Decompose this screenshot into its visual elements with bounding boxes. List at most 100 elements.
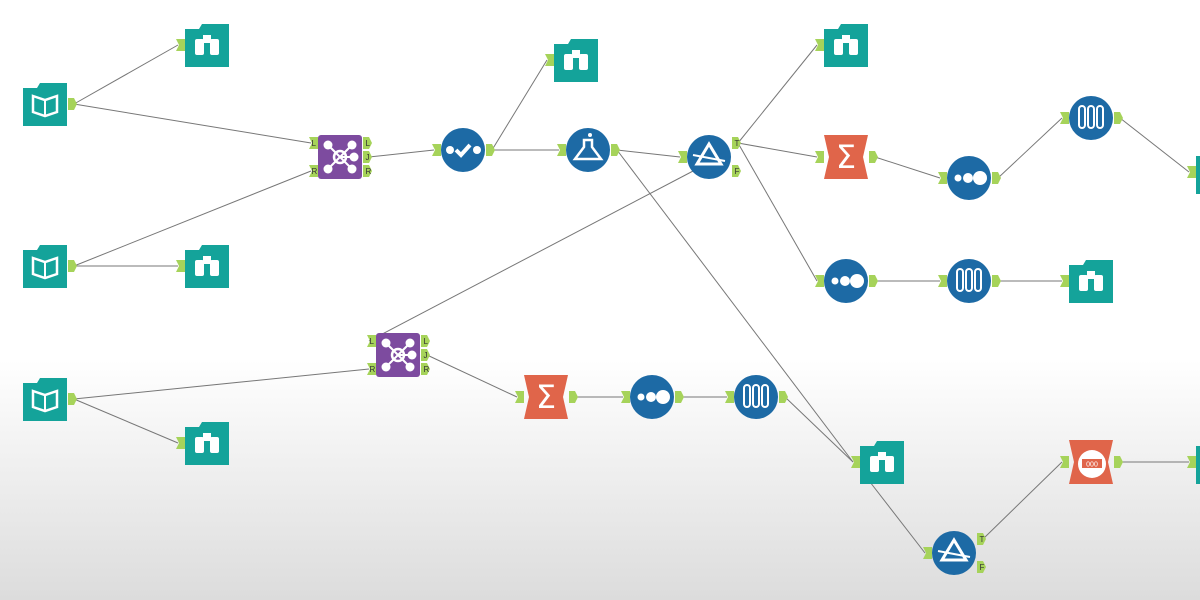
output-anchor[interactable] <box>869 275 878 287</box>
connection-line[interactable] <box>616 149 681 158</box>
tool-unique[interactable] <box>621 375 684 419</box>
connection-line[interactable] <box>997 117 1063 179</box>
connection-line[interactable] <box>73 368 370 400</box>
connection-line[interactable] <box>874 156 941 179</box>
input-anchor[interactable] <box>851 456 860 468</box>
output-anchor[interactable] <box>68 98 77 110</box>
connection-line[interactable] <box>737 142 818 158</box>
tool-input[interactable] <box>23 245 77 288</box>
input-anchor[interactable] <box>176 39 185 51</box>
output-anchor[interactable] <box>611 144 620 156</box>
tool-filter[interactable]: TF <box>678 135 741 179</box>
output-anchor[interactable] <box>363 151 372 163</box>
input-anchor[interactable] <box>815 275 824 287</box>
tool-browse[interactable] <box>815 24 868 67</box>
output-anchor[interactable] <box>992 172 1001 184</box>
tool-browse[interactable] <box>176 422 229 465</box>
input-anchor[interactable] <box>1060 112 1069 124</box>
tool-summarize[interactable]: Σ <box>515 375 578 419</box>
output-anchor[interactable] <box>421 349 430 361</box>
connection-line[interactable] <box>73 170 312 267</box>
tool-browse[interactable] <box>1187 441 1200 484</box>
input-anchor[interactable] <box>815 39 824 51</box>
input-anchor[interactable] <box>545 54 554 66</box>
tool-browse[interactable] <box>851 441 904 484</box>
input-anchor[interactable] <box>176 437 185 449</box>
output-anchor[interactable] <box>869 151 878 163</box>
input-anchor[interactable] <box>725 391 734 403</box>
output-anchor[interactable] <box>421 335 430 347</box>
connection-line[interactable] <box>73 44 179 105</box>
connection-line[interactable] <box>491 59 548 151</box>
output-anchor[interactable] <box>1114 112 1123 124</box>
connection-line[interactable] <box>737 142 818 282</box>
tool-unique[interactable] <box>938 156 1001 200</box>
input-anchor[interactable] <box>557 144 566 156</box>
connection-line[interactable] <box>737 44 818 144</box>
output-anchor[interactable] <box>569 391 578 403</box>
tool-summarize[interactable]: Σ <box>815 135 878 179</box>
input-anchor[interactable] <box>938 172 947 184</box>
input-anchor[interactable] <box>1187 456 1196 468</box>
input-anchor[interactable] <box>815 151 824 163</box>
tool-browse[interactable] <box>176 24 229 67</box>
tool-sample[interactable] <box>1060 96 1123 140</box>
output-anchor[interactable] <box>732 165 741 177</box>
tool-filter[interactable]: TF <box>923 531 986 575</box>
tool-sample[interactable] <box>725 375 788 419</box>
connection-line[interactable] <box>368 149 435 158</box>
connections <box>73 44 1190 554</box>
input-anchor[interactable] <box>938 275 947 287</box>
tool-browse[interactable] <box>1060 260 1113 303</box>
input-anchor[interactable] <box>678 151 687 163</box>
tool-formula[interactable] <box>557 128 620 172</box>
output-anchor[interactable] <box>68 260 77 272</box>
output-anchor[interactable] <box>732 137 741 149</box>
connection-line[interactable] <box>869 481 926 554</box>
connection-line[interactable] <box>784 396 854 463</box>
input-anchor[interactable] <box>515 391 524 403</box>
tool-browse[interactable] <box>1187 151 1200 194</box>
input-anchor[interactable] <box>367 363 376 375</box>
tool-browse[interactable] <box>545 39 598 82</box>
input-anchor[interactable] <box>176 260 185 272</box>
output-anchor[interactable] <box>421 363 430 375</box>
output-anchor[interactable] <box>68 393 77 405</box>
connection-line[interactable] <box>982 461 1063 540</box>
connection-line[interactable] <box>1119 117 1190 173</box>
output-anchor[interactable] <box>1114 456 1123 468</box>
tool-recordid[interactable]: 000 <box>1060 440 1123 484</box>
input-anchor[interactable] <box>1060 275 1069 287</box>
output-anchor[interactable] <box>486 144 495 156</box>
output-anchor[interactable] <box>779 391 788 403</box>
tool-unique[interactable] <box>815 259 878 303</box>
output-anchor[interactable] <box>675 391 684 403</box>
tool-input[interactable] <box>23 378 77 421</box>
input-anchor[interactable] <box>1187 166 1196 178</box>
output-anchor[interactable] <box>977 561 986 573</box>
connection-line[interactable] <box>616 149 854 463</box>
connection-line[interactable] <box>73 103 312 144</box>
input-anchor[interactable] <box>923 547 932 559</box>
input-anchor[interactable] <box>432 144 441 156</box>
tool-browse[interactable] <box>176 245 229 288</box>
input-anchor[interactable] <box>367 335 376 347</box>
output-anchor[interactable] <box>363 165 372 177</box>
input-anchor[interactable] <box>1060 456 1069 468</box>
tool-select[interactable] <box>432 128 495 172</box>
connection-line[interactable] <box>426 354 518 398</box>
output-anchor[interactable] <box>977 533 986 545</box>
input-anchor[interactable] <box>621 391 630 403</box>
tool-sample[interactable] <box>938 259 1001 303</box>
connection-line[interactable] <box>368 169 696 342</box>
output-anchor[interactable] <box>992 275 1001 287</box>
connection-line[interactable] <box>73 398 179 444</box>
output-anchor[interactable] <box>363 137 372 149</box>
input-anchor[interactable] <box>309 137 318 149</box>
input-anchor[interactable] <box>309 165 318 177</box>
tool-input[interactable] <box>23 83 77 126</box>
binoculars-icon <box>1196 446 1200 484</box>
